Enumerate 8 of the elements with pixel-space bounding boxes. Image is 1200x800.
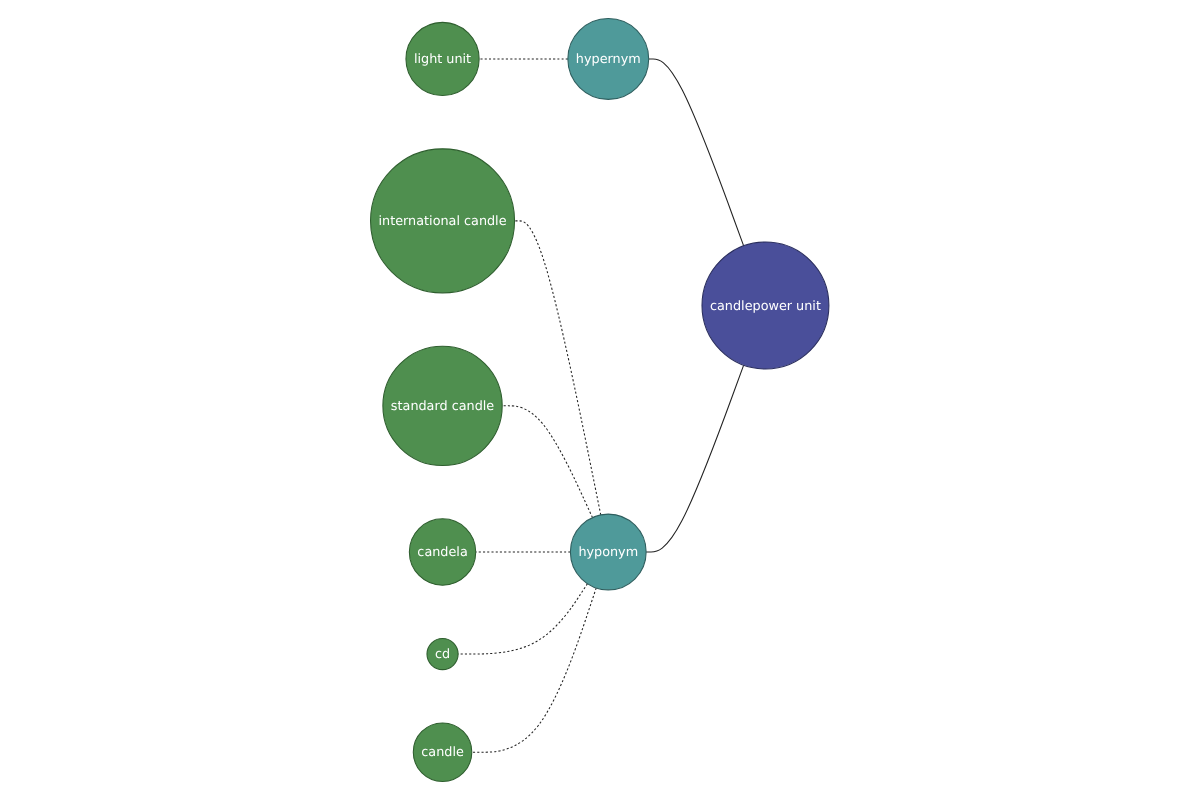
connector	[478, 58, 569, 60]
connector	[457, 583, 589, 655]
connector	[475, 551, 572, 553]
connector	[514, 220, 602, 516]
connector	[501, 405, 594, 519]
connector	[471, 587, 598, 753]
connector	[645, 364, 745, 553]
connector	[648, 58, 745, 247]
